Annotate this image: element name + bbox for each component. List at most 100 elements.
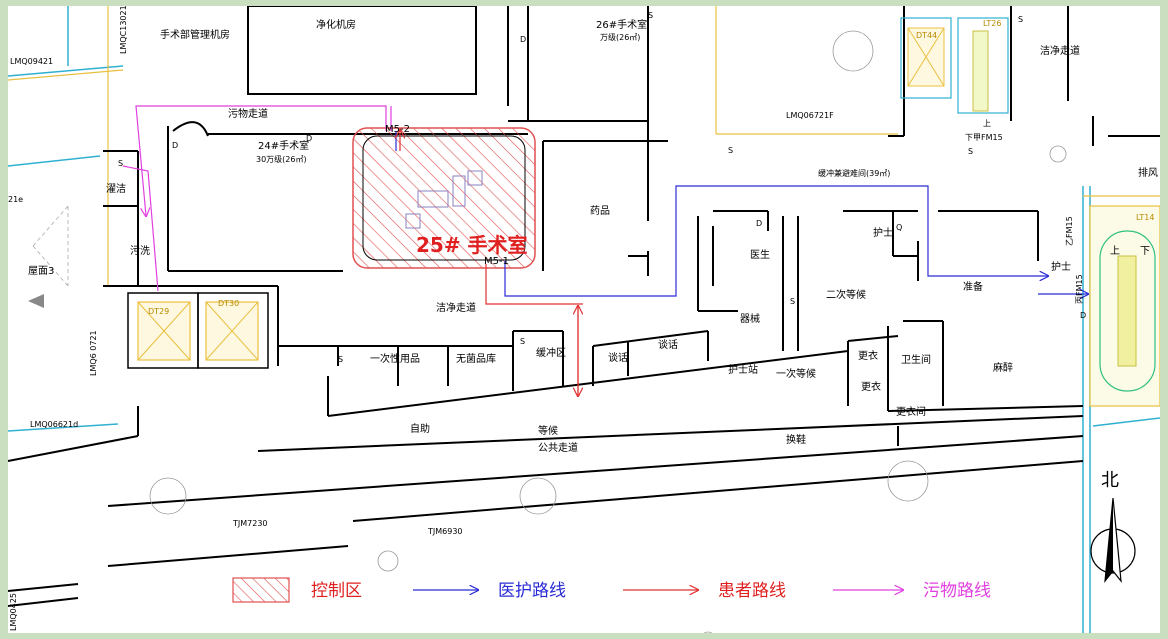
stair-lt14: LT14 上 下 (1089, 205, 1160, 407)
room-buffer-refuge: 缓冲兼避难间(39㎡) (818, 168, 890, 178)
room-talk-2: 谈话 (658, 338, 678, 351)
room-nurse-2: 护士 (1051, 260, 1071, 273)
patient-route (400, 130, 583, 396)
legend: 控制区 医护路线 患者路线 污物路线 (232, 577, 991, 603)
room-locker: 更衣间 (896, 405, 926, 418)
mark-s-6: S (648, 11, 653, 20)
legend-staff-route: 医护路线 (498, 581, 566, 601)
yellow-outlines (8, 6, 1160, 286)
mark-s-4: S (790, 297, 795, 306)
room-instruments: 器械 (740, 312, 760, 325)
code-zfm15: 乙FM15 (1065, 216, 1074, 246)
code-m5-1: M5-1 (484, 256, 509, 267)
dt29-label: DT29 (148, 307, 169, 316)
stair-lt26: LT26 (957, 17, 1009, 114)
room-rear: 排风 (1138, 166, 1158, 179)
lt26-label: LT26 (983, 19, 1001, 28)
floor-plan-drawing: DT29 DT30 DT44 LT26 LT14 上 下 (8, 6, 1160, 633)
or25-label: 25# 手术室 (416, 233, 528, 257)
walls (8, 6, 1160, 607)
elevator-dt29: DT29 (127, 292, 199, 369)
code-lmq-left: LMQ6 0721 (89, 330, 98, 376)
room-roof3: 屋面3 (28, 265, 54, 277)
mark-d-1: D (172, 141, 178, 150)
legend-patient-route: 患者路线 (718, 581, 786, 601)
room-changing-1: 更衣 (858, 349, 878, 362)
room-or24-title: 24#手术室 (258, 139, 309, 152)
room-anesthesia: 麻醉 (993, 361, 1013, 374)
room-labels: 手术部管理机房 净化机房 26#手术室 万级(26㎡) 污物走道 24#手术室 … (28, 18, 1158, 454)
room-nurse-station: 护士站 (728, 363, 758, 376)
lt14-label: LT14 (1136, 213, 1154, 222)
compass-needle-fill (1105, 498, 1113, 581)
elevator-dt44: DT44 (900, 17, 952, 99)
room-pharmacy: 药品 (590, 205, 610, 217)
mark-d-2: D (306, 134, 312, 143)
room-talk-1: 谈话 (608, 351, 628, 364)
room-second-wait: 二次等候 (826, 288, 866, 301)
code-fm15-right: 丙FM15 (1075, 274, 1084, 304)
room-changing-2: 更衣 (861, 380, 881, 393)
code-lmq-top-left: LMQ09421 (10, 57, 53, 66)
dt30-label: DT30 (218, 299, 239, 308)
waste-route (122, 105, 392, 292)
room-dirty-corridor: 污物走道 (228, 107, 268, 120)
code-m5-2: M5-2 (385, 124, 410, 135)
mark-s-7: S (1018, 15, 1023, 24)
room-or26-title: 26#手术室 (596, 18, 647, 31)
legend-waste-route: 污物路线 (923, 581, 991, 601)
code-lmq-bottom-left: LMQ06621d (30, 420, 78, 429)
mark-d-3: D (520, 35, 526, 44)
room-dirty-wash: 污洗 (130, 245, 150, 257)
room-disposable: 一次性用品 (370, 352, 420, 365)
mark-d-5: D (1080, 311, 1086, 320)
room-purify: 净化机房 (316, 18, 356, 31)
room-clean-corridor-top: 洁净走道 (1040, 44, 1080, 57)
mark-s-8: S (968, 147, 973, 156)
mark-s-1: S (118, 159, 123, 168)
elevator-dt30: DT30 (197, 292, 269, 369)
code-fm15-top: 下甲FM15 (965, 133, 1003, 142)
dt44-label: DT44 (916, 31, 937, 40)
room-nurse-1: 护士 (873, 226, 893, 239)
room-bed-change: 换鞋 (786, 433, 806, 446)
mark-s-5: S (728, 146, 733, 155)
mark-d-4: D (756, 219, 762, 228)
code-tjm7230: TJM7230 (232, 519, 268, 528)
room-sterile-store: 无菌品库 (456, 352, 496, 365)
stair-down-label: 下 (1140, 246, 1150, 257)
legend-control-zone: 控制区 (311, 581, 362, 601)
room-self-service: 自助 (410, 422, 430, 435)
legend-control-swatch (232, 577, 290, 603)
room-doctor: 医生 (750, 248, 770, 261)
compass: 北 (1090, 470, 1136, 583)
floor-plan: DT29 DT30 DT44 LT26 LT14 上 下 (8, 6, 1160, 633)
mark-s-2: S (338, 355, 343, 364)
room-first-wait: 一次等候 (776, 367, 816, 380)
room-or26-class: 万级(26㎡) (600, 32, 640, 42)
code-lmq-c: LMQC13021B (119, 6, 128, 54)
roof-triangle-icon (28, 294, 44, 308)
room-or24-class: 30万级(26㎡) (256, 154, 307, 164)
code-bottom-left: LMQ0425 (9, 593, 18, 631)
room-buffer-zone: 缓冲区 (536, 346, 566, 359)
columns (149, 30, 1067, 633)
compass-north-label: 北 (1101, 470, 1119, 491)
code-fm15-shang: 上 (983, 119, 991, 128)
room-wash: 濯洁 (106, 182, 126, 195)
room-waiting: 等候 (538, 424, 558, 437)
room-or-mgmt: 手术部管理机房 (160, 28, 230, 41)
room-public-corridor: 公共走道 (538, 441, 578, 454)
drawing-codes: LMQ09421 LMQC13021B LMQ6 0721 LMQ06621d … (8, 6, 1086, 631)
mark-s-3: S (520, 337, 525, 346)
stair-up-label: 上 (1110, 245, 1120, 257)
code-21e: 21e (8, 195, 23, 204)
room-clean-corridor: 洁净走道 (436, 301, 476, 314)
room-prepare: 准备 (963, 280, 983, 293)
control-zone-or25: 25# 手术室 (352, 127, 536, 269)
roof-lines (32, 205, 69, 287)
code-tjm6930: TJM6930 (427, 527, 463, 536)
room-restroom: 卫生间 (901, 353, 931, 366)
code-lmq-mid: LMQ06721F (786, 111, 834, 120)
mark-q: Q (896, 223, 902, 232)
